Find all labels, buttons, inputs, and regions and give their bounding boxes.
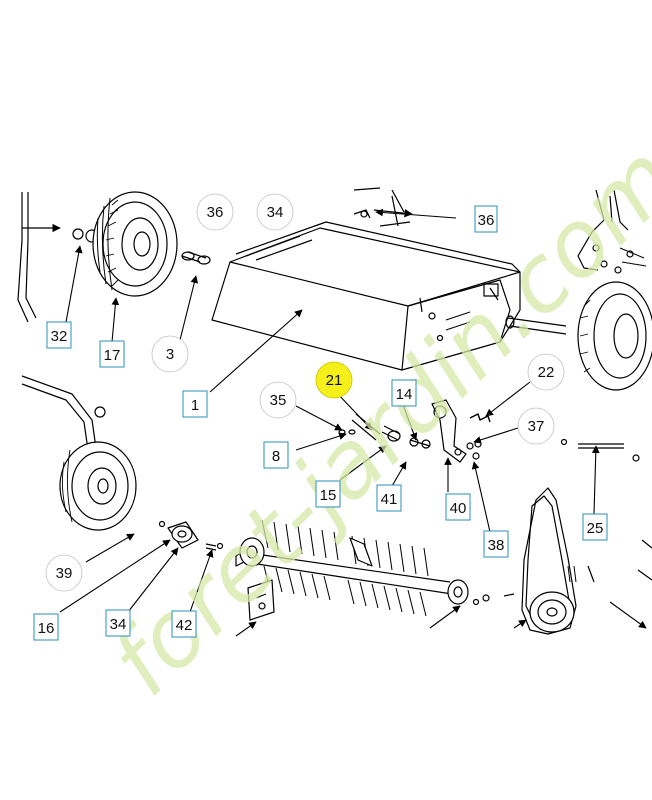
spacer-tube <box>181 251 211 265</box>
bolts-right <box>466 438 640 462</box>
wheel-right-bottom <box>637 539 652 581</box>
left-handle-bracket <box>17 192 99 323</box>
callout-label: 35 <box>270 392 287 409</box>
callout-17[interactable]: 17 <box>99 340 125 368</box>
callout-32[interactable]: 32 <box>46 321 72 349</box>
callout-15[interactable]: 15 <box>315 480 341 508</box>
scarifier-rotor <box>235 519 469 617</box>
bottom-plate <box>247 579 275 621</box>
callout-label: 42 <box>176 617 193 634</box>
right-bracket <box>577 189 647 274</box>
callout-41[interactable]: 41 <box>376 484 402 512</box>
callout-label: 37 <box>528 418 545 435</box>
callout-16[interactable]: 16 <box>33 613 59 641</box>
spring <box>469 413 491 423</box>
callout-label: 36 <box>207 204 224 221</box>
callout-label: 40 <box>450 500 467 517</box>
callout-label: 32 <box>51 328 68 345</box>
callout-label: 15 <box>320 487 337 504</box>
wheel-right <box>505 281 652 391</box>
top-bracket <box>353 187 413 227</box>
callout-label: 41 <box>381 491 398 508</box>
callout-35[interactable]: 35 <box>259 381 297 419</box>
callout-layer: 36 34 36 32 17 3 1 21 <box>33 193 608 641</box>
callout-21[interactable]: 21 <box>315 361 353 399</box>
callout-14[interactable]: 14 <box>391 379 417 407</box>
drive-belt <box>521 487 577 635</box>
deck-housing <box>211 221 521 371</box>
bearing-left <box>158 520 224 551</box>
callout-label: 36 <box>478 212 495 229</box>
handle-left <box>21 375 106 451</box>
callout-label: 21 <box>326 372 343 389</box>
callout-36b[interactable]: 36 <box>474 205 498 233</box>
callout-25[interactable]: 25 <box>582 513 608 541</box>
callout-3[interactable]: 3 <box>151 335 189 373</box>
bolts-bottom <box>472 565 595 606</box>
callout-label: 34 <box>267 204 284 221</box>
callout-34a[interactable]: 34 <box>256 193 294 231</box>
callout-38[interactable]: 38 <box>483 530 509 558</box>
parts-drawing <box>17 187 652 637</box>
callout-label: 25 <box>587 520 604 537</box>
callout-label: 8 <box>272 448 280 465</box>
wheel-top-left <box>92 191 178 297</box>
callout-label: 3 <box>166 346 174 363</box>
callout-1[interactable]: 1 <box>182 390 208 418</box>
callout-22[interactable]: 22 <box>527 353 565 391</box>
leader-lines <box>59 208 647 637</box>
callout-label: 17 <box>104 347 121 364</box>
callout-label: 1 <box>191 397 199 414</box>
callout-34b[interactable]: 34 <box>105 609 131 637</box>
wheel-bottom-left <box>59 441 137 531</box>
callout-39[interactable]: 39 <box>45 554 83 592</box>
callout-label: 22 <box>538 364 555 381</box>
callout-label: 38 <box>488 537 505 554</box>
callout-8[interactable]: 8 <box>263 441 289 469</box>
callout-42[interactable]: 42 <box>171 610 197 638</box>
callout-37[interactable]: 37 <box>517 407 555 445</box>
callout-label: 34 <box>110 616 127 633</box>
callout-36a[interactable]: 36 <box>196 193 234 231</box>
callout-label: 16 <box>38 620 55 637</box>
callout-label: 39 <box>56 565 73 582</box>
callout-40[interactable]: 40 <box>445 493 471 521</box>
callout-label: 14 <box>396 386 413 403</box>
lever-arm <box>431 399 467 463</box>
